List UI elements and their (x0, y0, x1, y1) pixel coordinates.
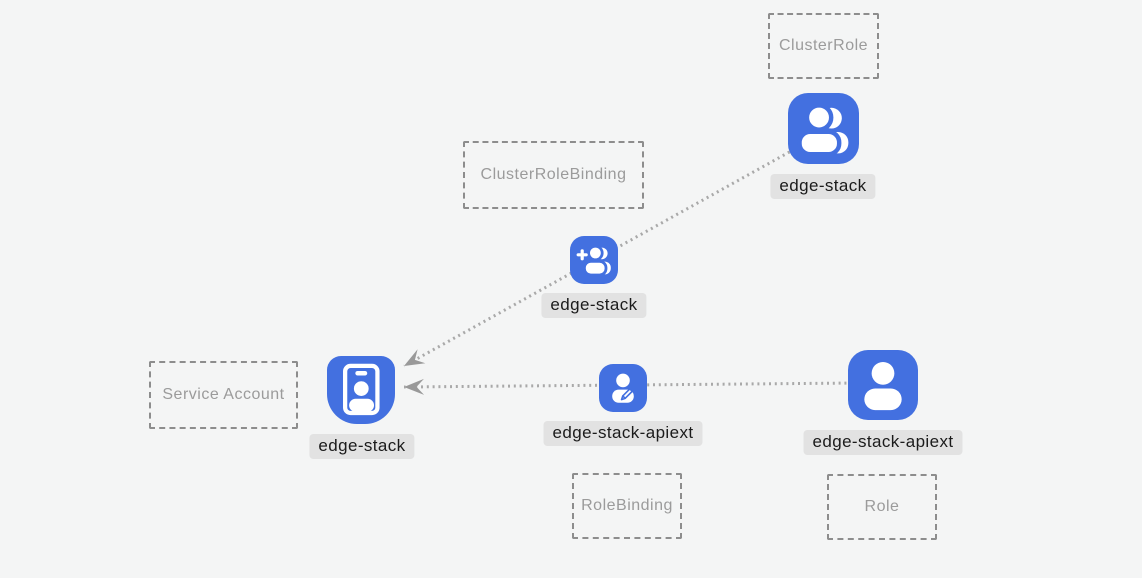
person-edit-icon (599, 364, 647, 412)
node-label-serviceaccount[interactable]: edge-stack (309, 434, 415, 459)
node-serviceaccount-edge-stack[interactable] (327, 356, 395, 424)
node-rolebinding-edge-stack-apiext[interactable] (599, 364, 647, 412)
type-box-serviceaccount: Service Account (149, 361, 298, 429)
type-box-serviceaccount-label: Service Account (162, 386, 285, 403)
type-box-rolebinding: RoleBinding (572, 473, 682, 539)
person-add-icon (570, 236, 618, 284)
type-box-clusterrolebinding-label: ClusterRoleBinding (480, 166, 627, 183)
node-label-clusterrole[interactable]: edge-stack (770, 174, 876, 199)
type-box-role: Role (827, 474, 937, 540)
node-label-rolebinding[interactable]: edge-stack-apiext (543, 421, 703, 446)
id-badge-icon (327, 356, 395, 424)
node-clusterrolebinding-edge-stack[interactable] (570, 236, 618, 284)
person-icon (848, 350, 918, 420)
type-box-clusterrole-label: ClusterRole (778, 37, 869, 54)
node-clusterrole-edge-stack[interactable] (788, 93, 859, 164)
node-role-edge-stack-apiext[interactable] (848, 350, 918, 420)
type-box-role-label: Role (864, 498, 900, 515)
type-box-clusterrole: ClusterRole (768, 13, 879, 79)
group-icon (788, 93, 859, 164)
type-box-rolebinding-label: RoleBinding (581, 497, 673, 514)
node-label-clusterrolebinding[interactable]: edge-stack (541, 293, 647, 318)
node-label-role[interactable]: edge-stack-apiext (803, 430, 963, 455)
type-box-clusterrolebinding: ClusterRoleBinding (463, 141, 644, 209)
